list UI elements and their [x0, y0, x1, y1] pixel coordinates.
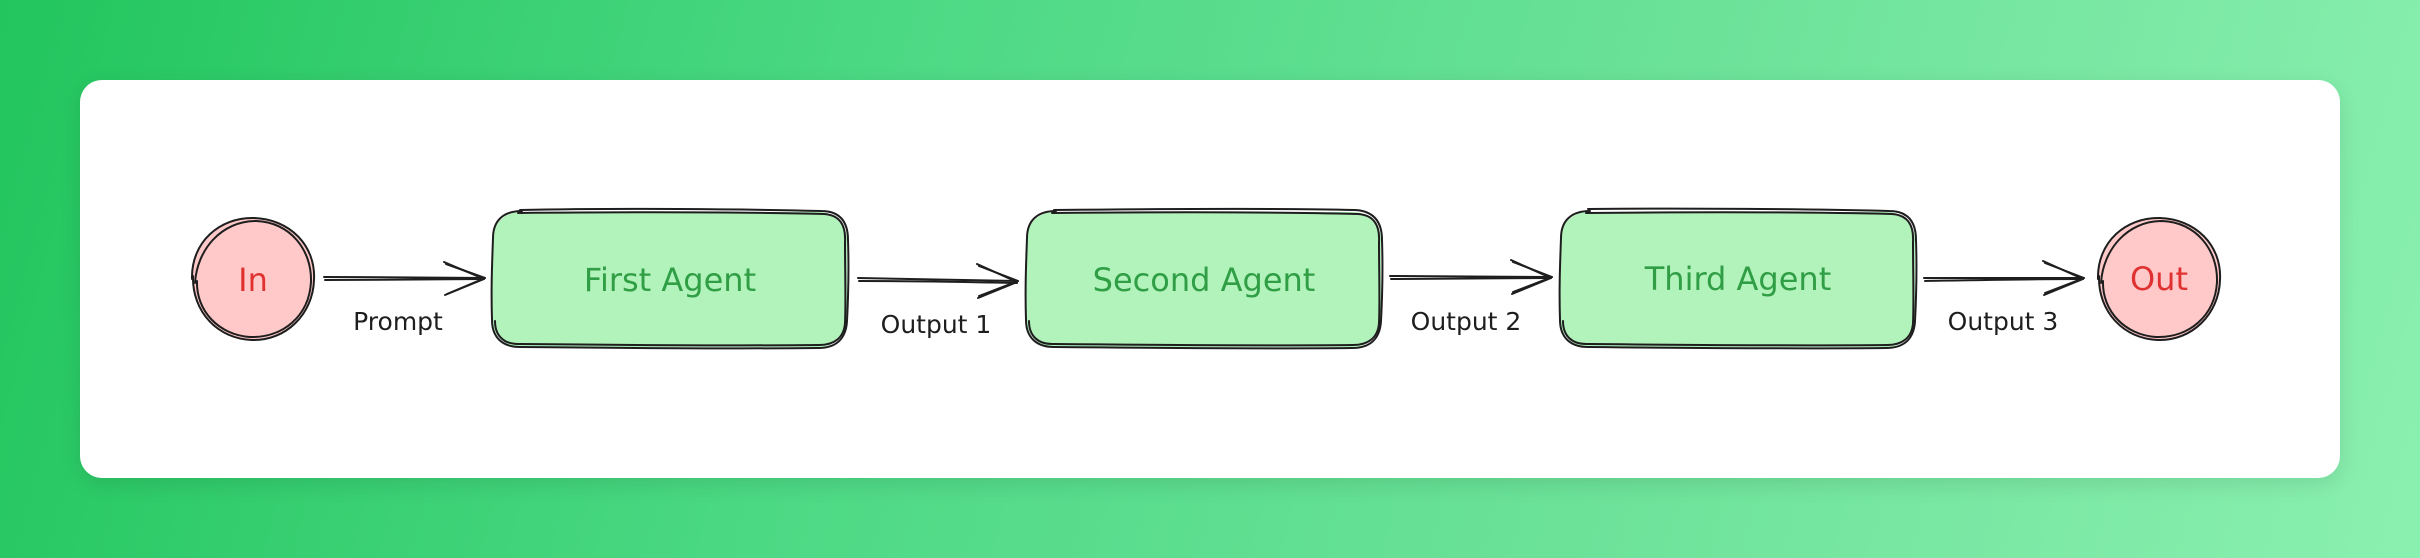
third-agent-node[interactable]: Third Agent	[1558, 207, 1918, 350]
edge-prompt-label: Prompt	[353, 307, 443, 336]
input-node-label: In	[238, 261, 268, 299]
second-agent-label: Second Agent	[1093, 261, 1316, 299]
output-node-label: Out	[2130, 260, 2188, 298]
edge-output-3-label: Output 3	[1948, 307, 2059, 336]
edge-output-3: Output 3	[1923, 260, 2085, 336]
diagram-card: In Prompt First Agent Output 1	[80, 80, 2340, 478]
output-node[interactable]: Out	[2096, 216, 2222, 342]
first-agent-label: First Agent	[584, 261, 756, 299]
edge-output-1: Output 1	[857, 263, 1019, 339]
third-agent-label: Third Agent	[1644, 260, 1832, 298]
edge-output-2-label: Output 2	[1411, 307, 1522, 336]
agent-chain-diagram: In Prompt First Agent Output 1	[190, 207, 2222, 350]
edge-prompt: Prompt	[323, 261, 486, 336]
first-agent-node[interactable]: First Agent	[490, 207, 850, 350]
input-node[interactable]: In	[190, 216, 316, 342]
edge-output-1-label: Output 1	[881, 310, 992, 339]
second-agent-node[interactable]: Second Agent	[1024, 207, 1384, 350]
edge-output-2: Output 2	[1389, 259, 1553, 336]
